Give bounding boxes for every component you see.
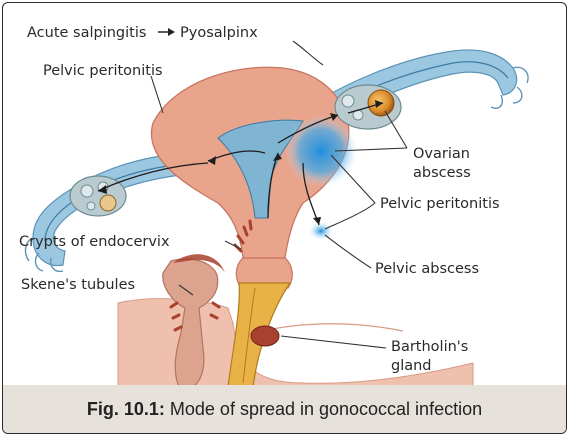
left-ovary-follicle [100,195,116,211]
leader-line [225,241,241,249]
label-acute-salpingitis: Acute salpingitis [27,25,146,41]
label-arrow [158,28,175,36]
label-gland: gland [391,358,432,374]
figure-caption: Fig. 10.1: Mode of spread in gonococcal … [3,385,566,433]
figure-caption-text: Mode of spread in gonococcal infection [170,399,482,420]
gonococcal-spread-diagram: Acute salpingitis Pyosalpinx Pelvic peri… [3,3,567,434]
left-ovary [70,176,126,216]
label-ovarian: Ovarian [413,146,470,162]
leader-line [325,203,375,229]
label-crypts-of-endocervix: Crypts of endocervix [19,234,170,250]
right-ovary-follicle [342,95,354,107]
figure-frame: Acute salpingitis Pyosalpinx Pelvic peri… [2,2,567,434]
left-ovary-follicle [81,185,93,197]
label-skenes-tubules: Skene's tubules [21,277,135,293]
bartholins-gland [251,326,279,346]
label-pelvic-peritonitis-top: Pelvic peritonitis [43,63,163,79]
label-pelvic-abscess: Pelvic abscess [375,261,479,277]
leader-line [151,76,163,113]
label-abscess: abscess [413,165,471,181]
leader-line [325,235,371,268]
label-pelvic-peritonitis-right: Pelvic peritonitis [380,196,500,212]
pelvic-abscess-area [309,222,333,240]
label-pyosalpinx: Pyosalpinx [180,25,258,41]
figure-number: Fig. 10.1: [87,399,165,420]
leader-line [293,41,323,65]
label-bartholins: Bartholin's [391,339,468,355]
left-ovary-follicle [87,202,95,210]
leader-line [281,336,386,348]
